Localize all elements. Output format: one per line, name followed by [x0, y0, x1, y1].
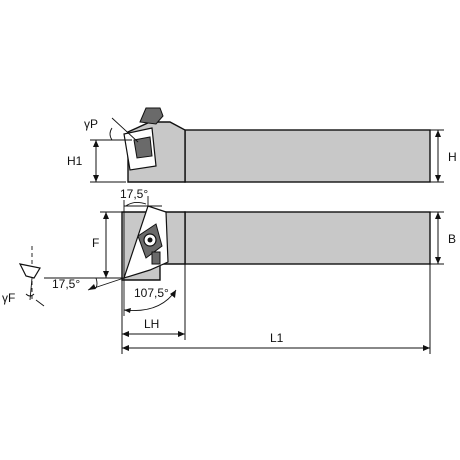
label-angle-left: 17,5° — [52, 277, 80, 291]
dim-f — [100, 211, 122, 279]
dim-h1 — [90, 139, 126, 183]
dim-l1 — [121, 264, 431, 354]
top-shank — [184, 211, 431, 265]
angle-top — [123, 196, 162, 278]
label-h: H — [448, 150, 457, 164]
label-l1: L1 — [270, 331, 284, 345]
rake-arc — [109, 127, 113, 141]
side-view — [100, 107, 431, 183]
label-angle-top: 17,5° — [120, 187, 148, 201]
side-shank — [184, 129, 431, 183]
dim-b — [430, 211, 444, 265]
label-lh: LH — [144, 317, 159, 331]
top-view — [121, 205, 431, 281]
angle-left — [44, 277, 125, 291]
dim-lh — [121, 264, 186, 340]
screw-center — [147, 237, 153, 243]
label-b: B — [448, 232, 456, 246]
angle-kr — [123, 278, 177, 316]
gamma-f-insert — [18, 263, 41, 279]
label-f: F — [92, 236, 99, 250]
side-clamp — [139, 107, 164, 125]
label-angle-kr: 107,5° — [134, 286, 169, 300]
label-gamma-f: γF — [2, 291, 15, 305]
label-gamma-p: γP — [84, 117, 98, 131]
label-h1: H1 — [67, 154, 83, 168]
side-insert-pocket — [133, 136, 153, 159]
dim-h — [430, 129, 444, 183]
top-clamp-tab — [151, 251, 161, 265]
rake-line — [111, 117, 139, 143]
gamma-f-detail — [18, 246, 45, 307]
